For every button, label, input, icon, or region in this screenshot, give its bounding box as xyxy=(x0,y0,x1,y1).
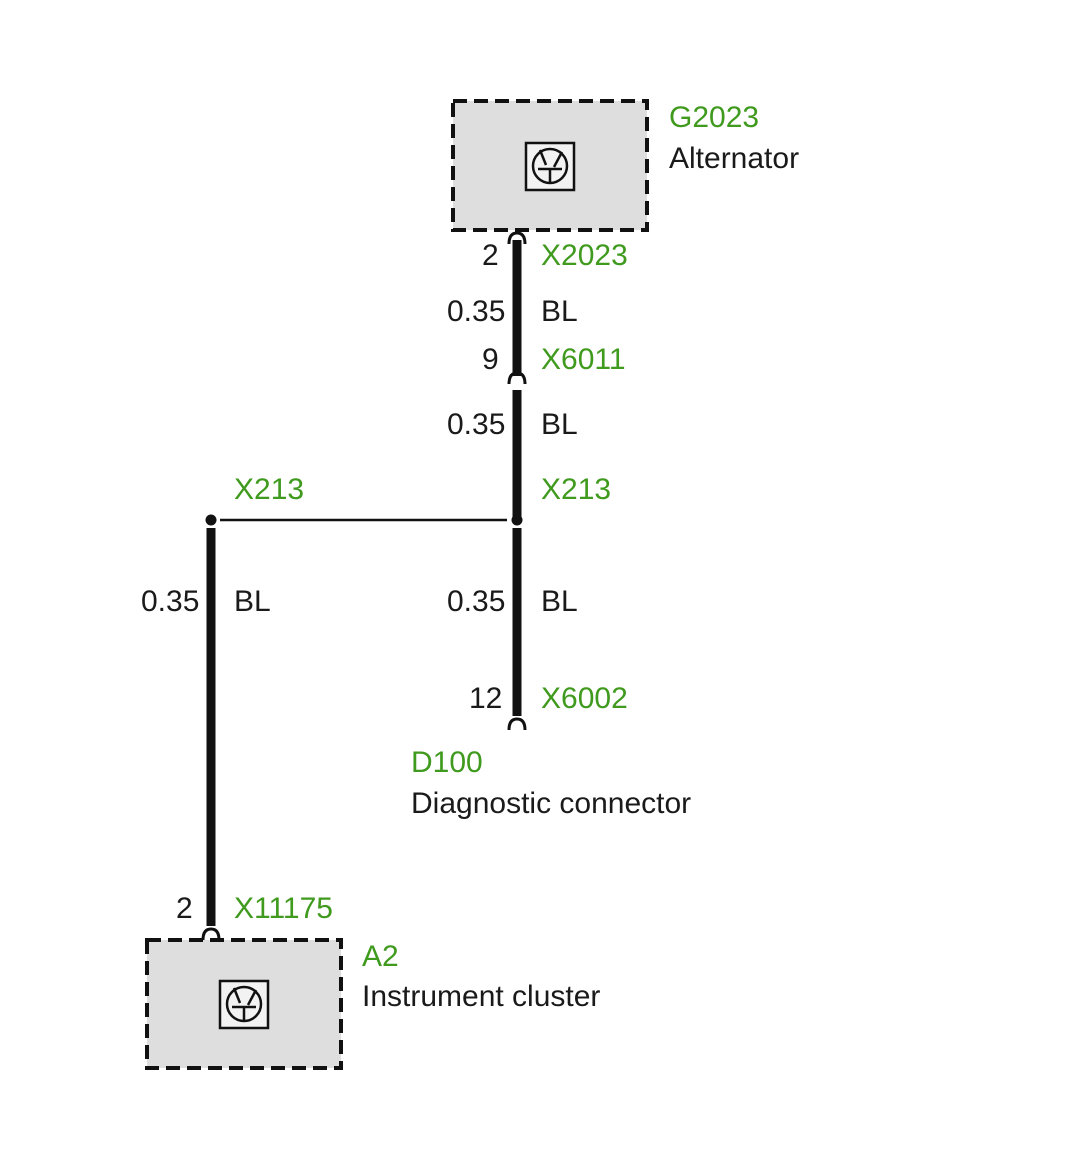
cluster-name: Instrument cluster xyxy=(362,980,600,1013)
x6011-id: X6011 xyxy=(541,343,626,376)
diagnostic-name: Diagnostic connector xyxy=(411,787,691,820)
alternator-name: Alternator xyxy=(669,142,799,175)
x6002-id: X6002 xyxy=(541,682,628,715)
splice-dot-right xyxy=(511,514,523,526)
connector-x6002-symbol xyxy=(507,717,527,731)
wire1-color: BL xyxy=(541,295,578,328)
x2023-id: X2023 xyxy=(541,239,628,272)
wire1-gauge: 0.35 xyxy=(447,295,505,328)
wire3-color: BL xyxy=(541,585,578,618)
wire4-gauge: 0.35 xyxy=(141,585,199,618)
diagnostic-id: D100 xyxy=(411,746,483,779)
wire2-gauge: 0.35 xyxy=(447,408,505,441)
wire2-color: BL xyxy=(541,408,578,441)
connector-x11175-symbol xyxy=(201,927,221,941)
x213-right-id: X213 xyxy=(541,473,611,506)
wire3-gauge: 0.35 xyxy=(447,585,505,618)
connector-x6011-symbol xyxy=(507,371,527,385)
x6011-pin: 9 xyxy=(482,343,499,376)
instrument-cluster-component[interactable] xyxy=(145,938,343,1070)
transistor-icon xyxy=(218,979,270,1030)
alternator-id: G2023 xyxy=(669,101,759,134)
x11175-id: X11175 xyxy=(234,892,333,925)
cluster-id: A2 xyxy=(362,940,399,973)
x11175-pin: 2 xyxy=(176,892,193,925)
x213-left-id: X213 xyxy=(234,473,304,506)
splice-dot-left xyxy=(205,514,217,526)
x6002-pin: 12 xyxy=(469,682,502,715)
transistor-icon xyxy=(524,141,576,192)
alternator-component[interactable] xyxy=(451,99,649,232)
wire4-color: BL xyxy=(234,585,271,618)
x2023-pin: 2 xyxy=(482,239,499,272)
connector-x2023-symbol xyxy=(507,231,527,245)
